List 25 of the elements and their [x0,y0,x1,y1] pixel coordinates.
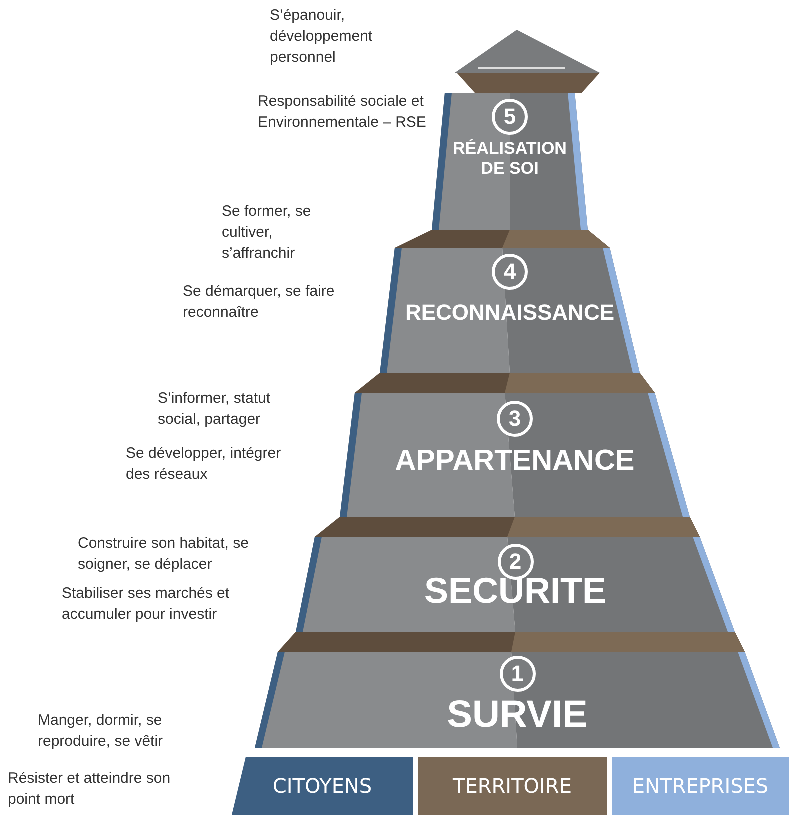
band-label: ENTREPRISES [632,774,769,798]
need-text: Résister et atteindre son point mort [8,769,172,810]
band-label: TERRITOIRE [453,774,572,798]
category-band [418,757,607,815]
need-text: Construire son habitat, se soigner, se déplacer [78,534,250,575]
need-text: Manger, dormir, se reproduire, se vêtir [38,711,164,752]
need-text: Se développer, intégrer des réseaux [126,444,282,485]
tier-title: RECONNAISSANCE [405,300,615,326]
pyramid-tier [255,652,780,748]
category-band [232,757,413,815]
pyramid-tier [380,248,640,373]
pyramid-tier [340,393,690,517]
need-text: Stabiliser ses marchés et accumuler pour investir [62,584,231,625]
pyramid-tier [296,537,735,632]
tier-title: RÉALISATION DE SOI [452,139,568,178]
band-label: CITOYENS [272,774,372,798]
tier-title: SURVIE [447,694,588,738]
category-band [612,757,789,815]
need-text: Se former, se cultiver, s’affranchir [222,202,312,264]
need-text: Se démarquer, se faire reconnaître [183,282,336,323]
need-text: S’épanouir, développement personnel [270,6,374,68]
need-text: S’informer, statut social, partager [158,389,272,430]
tier-title: APPARTENANCE [395,445,635,478]
pyramid-tier [432,93,588,230]
need-text: Responsabilité sociale et Environnementale – RSE [258,92,428,133]
